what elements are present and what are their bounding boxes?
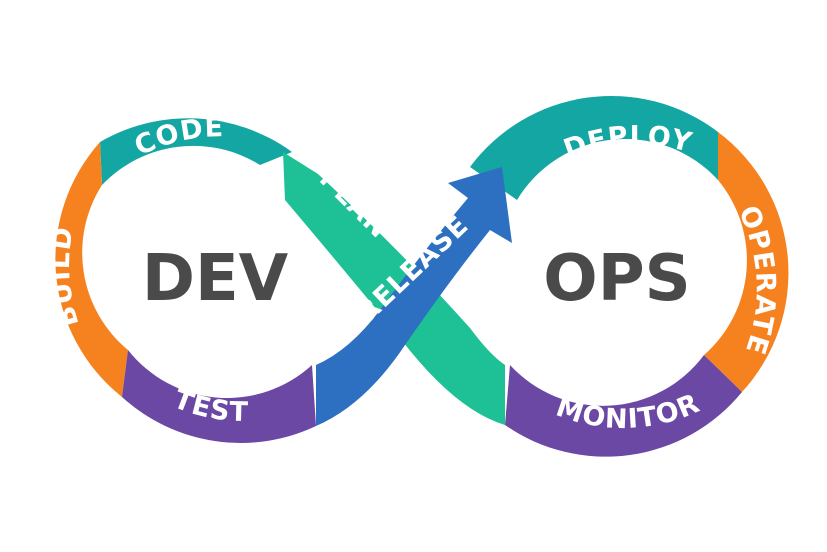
stage-monitor: MONITOR	[505, 355, 742, 457]
stage-build-band	[55, 142, 128, 397]
stage-build: BUILD	[45, 142, 128, 397]
stage-deploy: DEPLOY	[470, 95, 718, 200]
stage-deploy-band	[470, 95, 718, 200]
stage-code-band	[100, 118, 292, 185]
stage-monitor-band	[505, 355, 742, 457]
stage-release-band	[316, 167, 512, 426]
stage-operate-band	[704, 132, 789, 392]
dev-label: DEV	[142, 242, 289, 316]
stage-code: CODE	[100, 112, 292, 185]
ops-label: OPS	[543, 242, 690, 316]
stage-plan-band	[283, 152, 505, 425]
stage-test-band	[122, 350, 316, 443]
stage-test: TEST	[122, 350, 316, 443]
